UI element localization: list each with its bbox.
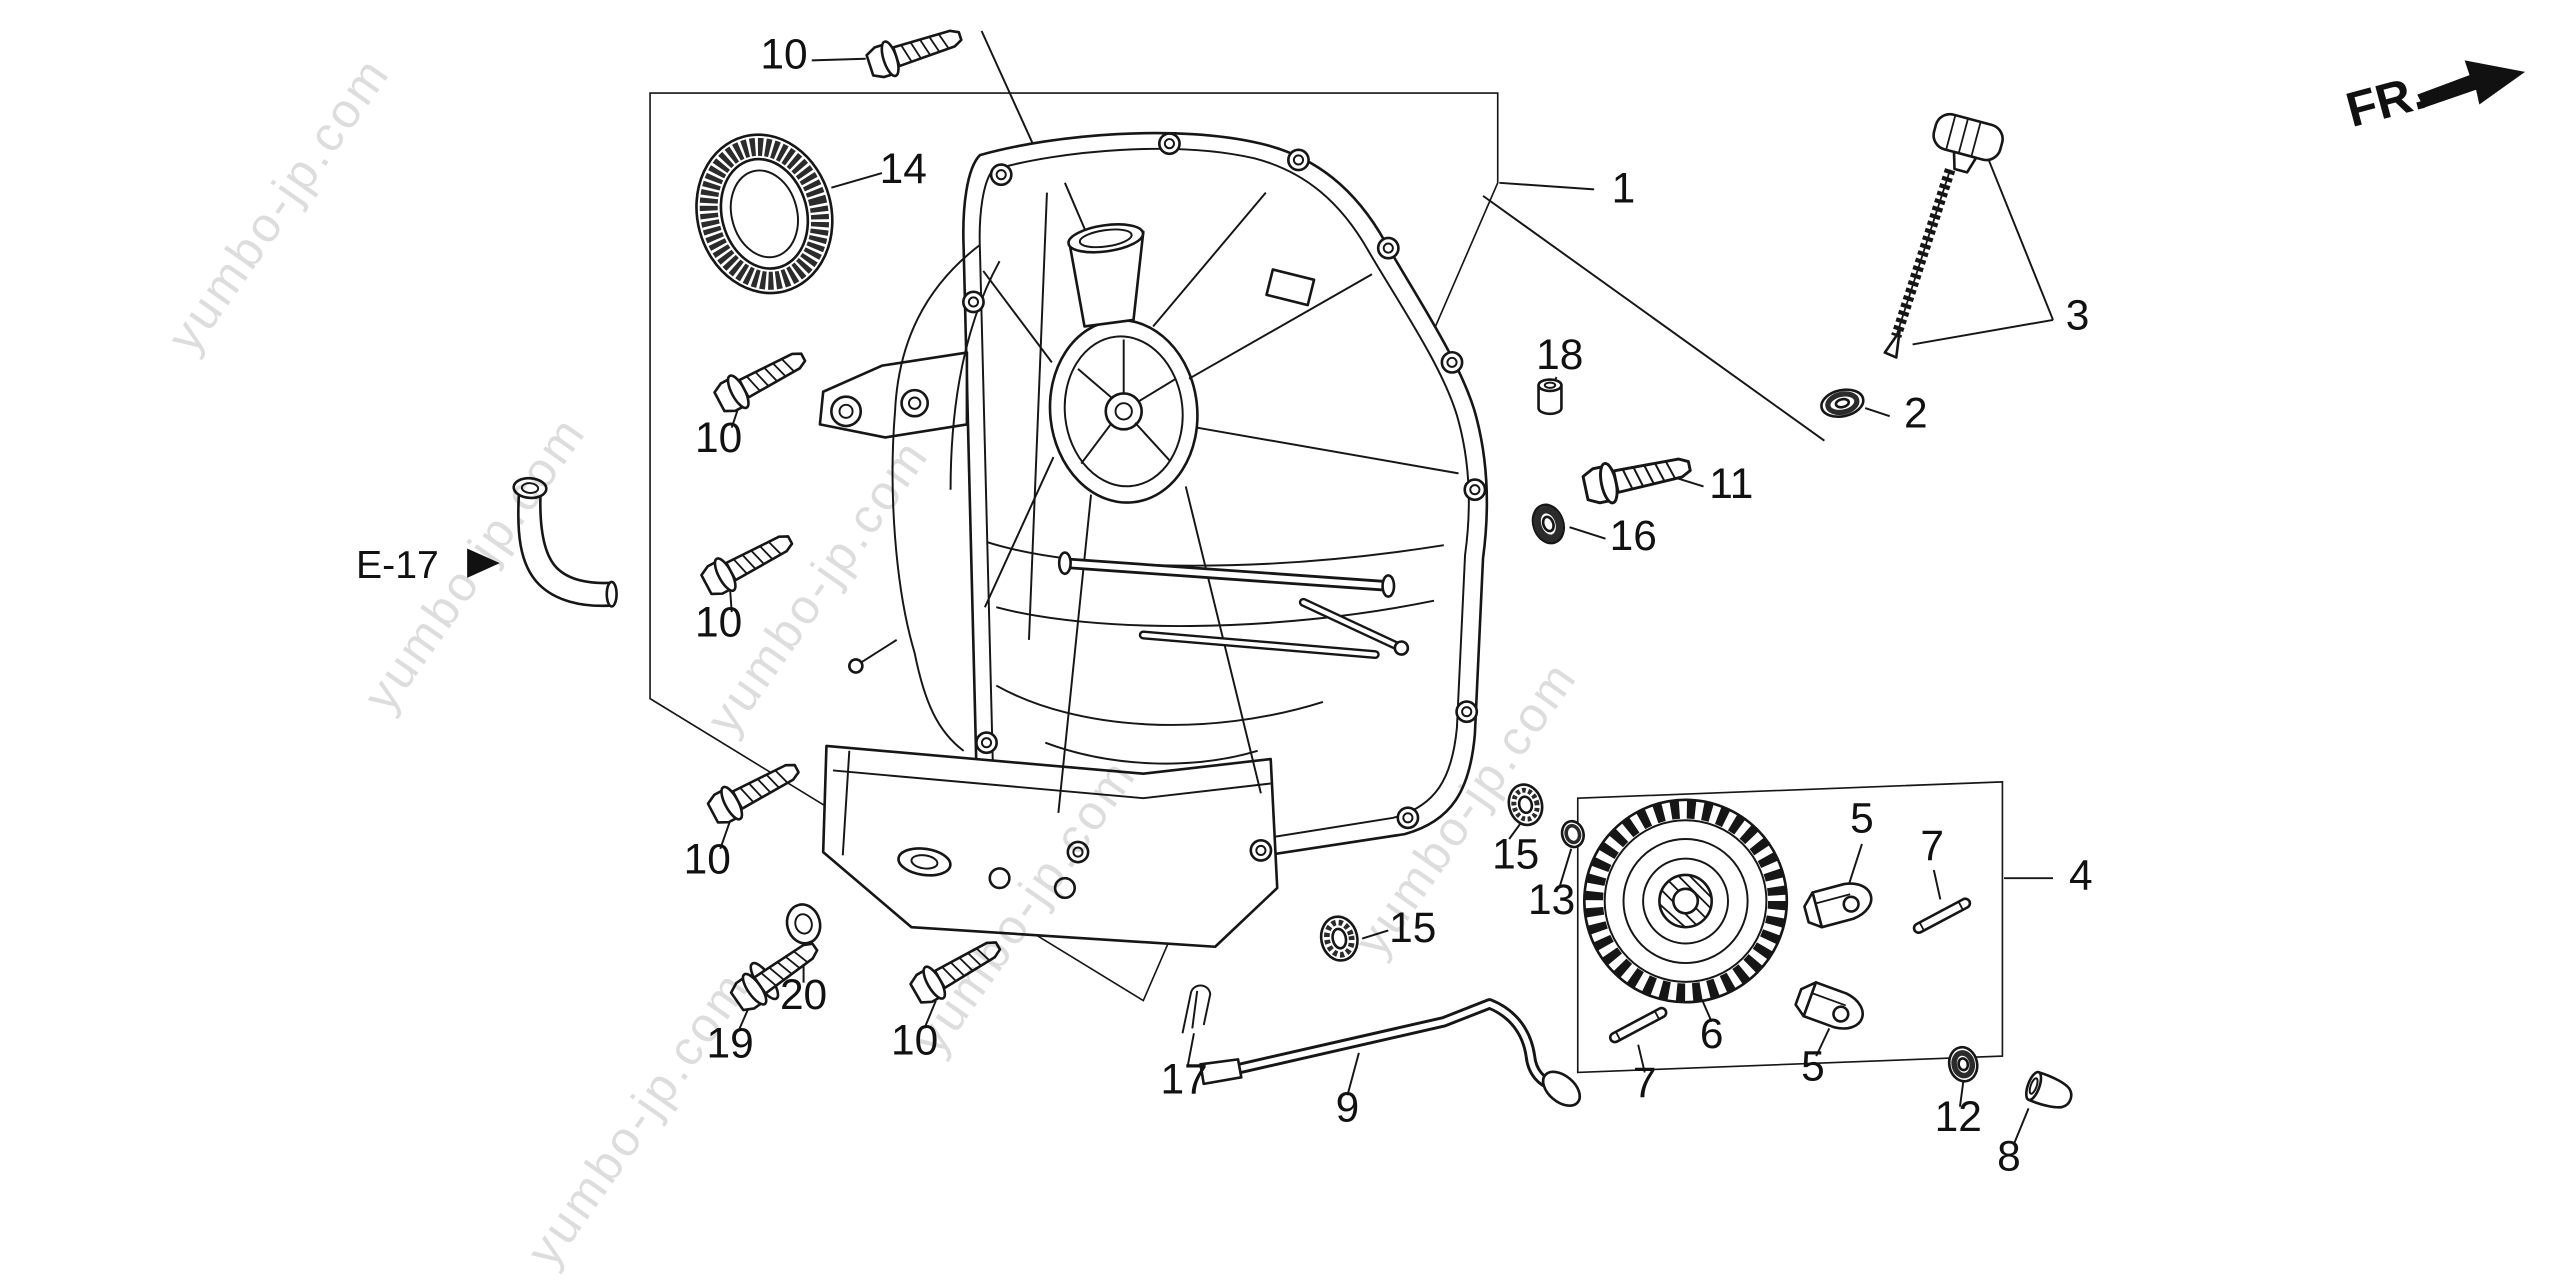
direction-marker: FR. — [2341, 60, 2526, 138]
governor-weight-part5-b — [1791, 977, 1870, 1037]
watermark-text: yumbo-jp.com — [157, 47, 400, 362]
callout-16: 16 — [1610, 512, 1657, 559]
callout-10-left-middle: 10 — [695, 599, 742, 646]
lock-pin-part17 — [1181, 984, 1212, 1034]
governor-arm-part9 — [1199, 998, 1582, 1107]
thrust-washer-part15-a — [1319, 915, 1359, 962]
reference-e17: E-17 — [356, 544, 500, 587]
callout-8: 8 — [1997, 1132, 2021, 1179]
bolt-part19 — [725, 931, 827, 1018]
callout-10-left-upper: 10 — [695, 414, 742, 461]
dipstick-part3 — [1883, 112, 2004, 359]
grommet-part16 — [1531, 503, 1566, 545]
right-arrow-icon — [467, 548, 500, 578]
callout-20: 20 — [780, 971, 827, 1018]
slider-washer-part13 — [1560, 819, 1585, 849]
callout-7-b: 7 — [1633, 1059, 1657, 1106]
callout-4: 4 — [2069, 852, 2093, 899]
weight-pin-part7-a — [1911, 895, 1973, 936]
fr-label: FR. — [2341, 65, 2431, 138]
callout-10-top: 10 — [760, 31, 807, 78]
bolt-part11 — [1579, 444, 1695, 510]
group-box-4 — [1576, 781, 2004, 1074]
callout-10-bottom: 10 — [891, 1016, 938, 1063]
callout-17: 17 — [1161, 1056, 1208, 1103]
governor-gear-part6 — [1582, 798, 1789, 1004]
breather-tube-e17 — [512, 476, 618, 608]
callout-10-left-lower: 10 — [684, 835, 731, 882]
callout-2: 2 — [1904, 390, 1928, 437]
thrust-washer-part15-b — [1507, 783, 1544, 827]
callout-18: 18 — [1536, 331, 1583, 378]
callout-15-a: 15 — [1389, 904, 1436, 951]
gasket-bolt-holes — [962, 132, 1487, 864]
bolt-part10-top — [863, 17, 967, 84]
callout-19: 19 — [706, 1020, 753, 1067]
oil-seal-part-14 — [695, 133, 834, 295]
dipstick-seal-part2 — [1820, 388, 1865, 419]
callout-5-a: 5 — [1850, 794, 1874, 841]
weight-pin-part7-b — [1607, 1005, 1670, 1045]
callout-1: 1 — [1612, 164, 1636, 211]
fr-arrow-icon — [2417, 60, 2526, 108]
leader-lines — [719, 30, 2054, 1145]
governor-weight-part5-a — [1800, 876, 1877, 932]
washer-part20 — [785, 903, 822, 945]
callout-7-a: 7 — [1920, 822, 1944, 869]
callout-5-b: 5 — [1801, 1043, 1825, 1090]
crankcase-cover-part-1 — [818, 131, 1489, 949]
callout-3: 3 — [2066, 292, 2090, 339]
callout-12: 12 — [1935, 1093, 1982, 1140]
watermark-text: yumbo-jp.com — [517, 961, 760, 1276]
callout-15-b: 15 — [1492, 830, 1539, 877]
callout-14: 14 — [880, 145, 927, 192]
callout-labels: 10 14 1 18 11 16 2 3 10 10 10 19 20 10 1… — [684, 31, 2093, 1180]
dowel-part18 — [1537, 378, 1563, 416]
bolt-part10-left-lower — [703, 751, 807, 831]
callout-9: 9 — [1336, 1083, 1360, 1130]
callout-11: 11 — [1709, 460, 1753, 507]
callout-6: 6 — [1700, 1010, 1724, 1057]
callout-13: 13 — [1528, 876, 1575, 923]
oil-plug-part8 — [2024, 1070, 2073, 1109]
bolt-part10-left-upper — [709, 340, 813, 419]
sealing-washer-part12 — [1947, 1045, 1979, 1083]
reference-e17-label: E-17 — [356, 544, 439, 587]
